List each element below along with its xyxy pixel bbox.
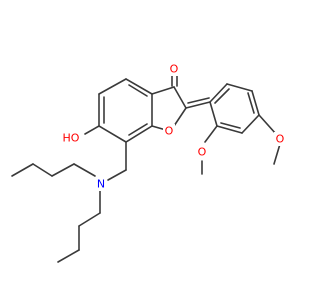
- bond: [247, 92, 255, 114]
- carbonyl-oxygen-label: O: [170, 63, 179, 76]
- bond: [84, 125, 100, 135]
- bond: [209, 83, 228, 103]
- bond: [128, 123, 148, 136]
- bond: [73, 163, 96, 177]
- bond: [241, 114, 260, 134]
- bond: [185, 101, 211, 109]
- label-background: [163, 124, 175, 138]
- bond: [216, 125, 243, 134]
- bond: [151, 86, 175, 95]
- bond: [226, 83, 253, 92]
- bond: [128, 84, 148, 97]
- bond-lines: [11, 74, 281, 263]
- bond: [107, 169, 127, 181]
- bond: [273, 143, 281, 165]
- bond: [125, 78, 153, 95]
- molecule-drawing: O O HO N O O: [11, 62, 286, 263]
- bond: [173, 107, 187, 127]
- label-background: [196, 145, 208, 159]
- amine-nitrogen-label: N: [97, 178, 105, 191]
- bond: [11, 163, 34, 177]
- bond: [32, 163, 53, 177]
- bond: [98, 125, 127, 143]
- methoxy-oxygen-para-label: O: [276, 133, 285, 146]
- bond: [187, 97, 210, 104]
- bond: [173, 86, 187, 109]
- bond: [78, 212, 101, 227]
- bond: [125, 125, 153, 143]
- bond: [57, 249, 80, 263]
- bond: [209, 101, 218, 127]
- bond: [214, 88, 230, 104]
- bond: [51, 163, 75, 177]
- label-background: [95, 177, 107, 191]
- bond: [98, 78, 127, 95]
- methoxy-oxygen-ortho-label: O: [198, 146, 207, 159]
- bond: [258, 114, 277, 135]
- label-background: [168, 62, 180, 76]
- hydroxyl-label: HO: [63, 132, 80, 145]
- label-background: [61, 131, 81, 145]
- bond: [204, 125, 218, 143]
- furan-oxygen-label: O: [165, 125, 174, 138]
- atom-labels: O O HO N O O: [61, 62, 286, 191]
- label-background: [274, 132, 286, 146]
- structure-diagram: O O HO N O O: [11, 62, 286, 263]
- bond: [220, 122, 241, 129]
- bond: [251, 90, 260, 116]
